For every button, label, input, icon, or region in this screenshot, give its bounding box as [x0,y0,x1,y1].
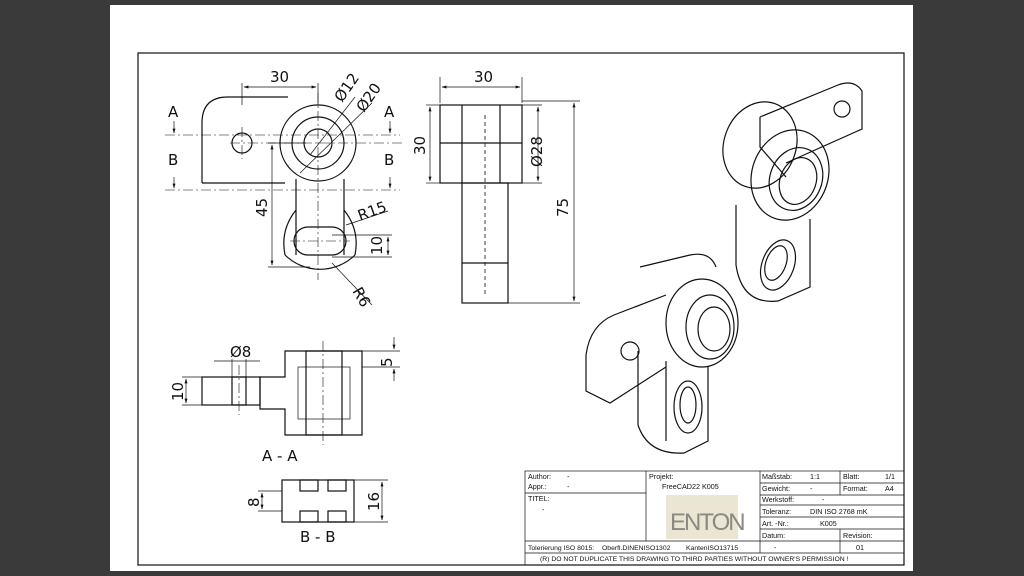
tb-date-label: Datum: [762,531,785,540]
tb-title-value: - [542,505,545,514]
dim-slot-10: 10 [368,236,386,255]
tb-appr-value: - [567,482,570,491]
section-mark-a-left: A [168,103,179,121]
tb-tolerance-value: DIN ISO 2768 mK [810,507,868,516]
dim-side-75: 75 [554,198,572,217]
tb-scale-label: Maßstab: [762,472,792,481]
tb-sheet-label: Blatt: [843,472,859,481]
section-mark-a-right: A [384,103,395,121]
dim-radius-r15: R15 [355,198,389,225]
tb-project-label: Projekt: [649,472,673,481]
tb-author-value: - [567,472,570,481]
tb-sheet-value: 1/1 [885,472,895,481]
dim-sec-thickness-10: 10 [169,382,187,401]
section-bb: 8 16 B - B [245,479,388,546]
section-mark-b-right: B [384,151,394,169]
dim-side-height-30: 30 [411,136,429,155]
tb-part-value: K005 [820,519,837,528]
dim-sec-b-8: 8 [245,497,263,507]
dim-sec-step-5: 5 [378,357,396,367]
tb-weight-value: - [810,484,813,493]
isometric-view-bottom [585,253,739,454]
title-block: Author: - Appr.: - Projekt: FreeCAD22 K0… [524,470,905,566]
tb-format-label: Format: [843,484,868,493]
tb-part-label: Art. -Nr.: [762,519,789,528]
tb-tolerancing-note: Tolerierung ISO 8015: [528,545,594,552]
tb-material-value: - [822,495,825,504]
company-logo [666,495,738,539]
tb-copyright: (R) DO NOT DUPLICATE THIS DRAWING TO THI… [540,556,849,563]
tb-date-value: - [774,543,777,552]
section-aa: Ø8 10 5 A - A [169,337,400,465]
section-aa-label: A - A [262,447,298,465]
tb-revision-value: 01 [856,543,864,552]
tb-tolerance-label: Toleranz: [762,507,791,516]
dim-height-45: 45 [253,198,271,217]
tb-surface-note: Oberfl.DINENISO1302 [602,545,671,552]
tb-author-label: Author: [528,472,551,481]
technical-drawing: A A B B 30 Ø12 Ø20 45 R15 10 R6 [137,52,905,566]
dim-side-dia-28: Ø28 [528,136,546,167]
tb-project-value: FreeCAD22 K005 [662,482,719,491]
drawing-frame [137,52,905,566]
tb-edges-note: KantenISO13715 [686,545,738,552]
drawing-sheet: A A B B 30 Ø12 Ø20 45 R15 10 R6 [110,5,913,571]
side-view: 30 30 Ø28 75 [411,68,580,304]
section-bb-label: B - B [300,528,336,546]
dim-side-30: 30 [474,68,493,86]
dim-radius-r6: R6 [349,284,375,310]
isometric-view-top [722,82,863,302]
tb-weight-label: Gewicht: [762,484,790,493]
section-mark-b-left: B [168,151,178,169]
tb-scale-value: 1:1 [810,472,820,481]
tb-title-label: TITEL: [528,494,550,503]
dim-sec-b-16: 16 [365,492,383,511]
tb-revision-label: Revision: [843,531,873,540]
dim-sec-dia-8: Ø8 [230,343,251,361]
dim-front-30: 30 [270,68,289,86]
tb-appr-label: Appr.: [528,482,547,491]
tb-material-label: Werkstoff: [762,495,794,504]
tb-format-value: A4 [885,484,894,493]
logo-text: ENTON [670,509,744,536]
front-view: A A B B 30 Ø12 Ø20 45 R15 10 R6 [165,68,402,310]
